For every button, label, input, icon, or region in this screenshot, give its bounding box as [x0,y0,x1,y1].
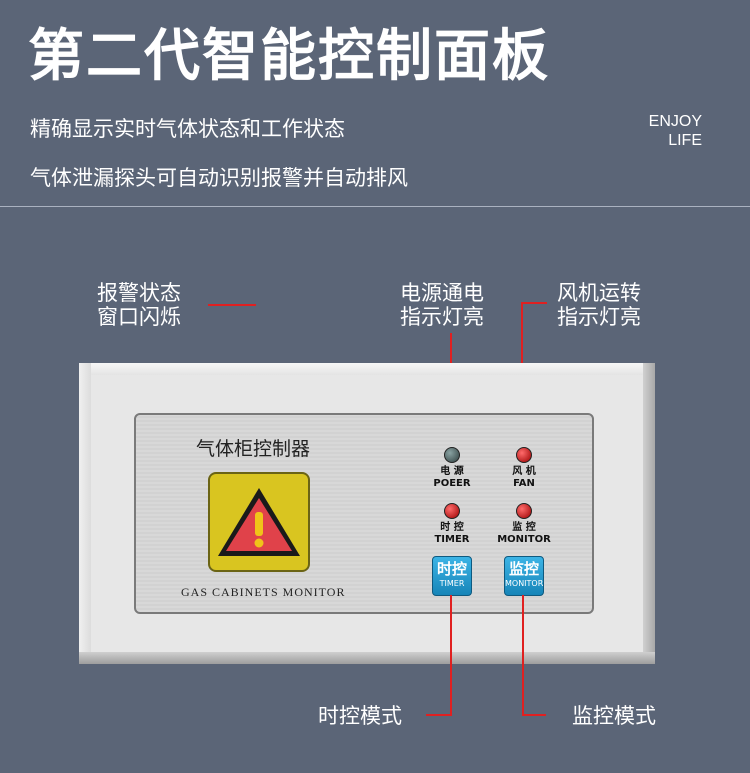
monitor-pointer-line-h [522,714,546,716]
subtitle-line-1: 精确显示实时气体状态和工作状态 [30,117,345,141]
warning-triangle-icon [218,488,300,556]
fan-indicator-label: 风 机 FAN [498,466,550,490]
fan-indicator-led [516,447,532,463]
callout-fan-line-2: 指示灯亮 [557,305,641,329]
power-indicator-label: 电 源 POEER [426,466,478,490]
monitor-button-cn: 监控 [508,560,539,578]
timer-label-en: TIMER [434,534,470,545]
power-label-en: POEER [433,478,471,489]
fan-label-cn: 风 机 [512,466,536,477]
callout-alarm-window: 报警状态 窗口闪烁 [97,281,181,329]
callout-fan-light: 风机运转 指示灯亮 [557,281,641,329]
timer-pointer-line-h [426,714,452,716]
timer-indicator-led [444,503,460,519]
callout-timer-mode: 时控模式 [318,704,402,728]
plate-bevel-bottom [79,652,655,664]
timer-pointer-line-v [450,595,452,715]
fan-pointer-line-h [521,302,547,304]
page-title: 第二代智能控制面板 [28,24,550,89]
power-label-cn: 电 源 [440,466,464,477]
callout-monitor-mode: 监控模式 [572,704,656,728]
callout-power-line-1: 电源通电 [400,281,484,305]
tagline-enjoy: ENJOY [648,113,702,130]
monitor-indicator-led [516,503,532,519]
monitor-pointer-line-v [522,595,524,715]
plate-bevel-right [643,363,655,664]
plate-bevel-left [79,363,91,664]
callout-alarm-line-2: 窗口闪烁 [97,305,181,329]
monitor-label-en: MONITOR [497,534,551,545]
timer-label-cn: 时 控 [440,522,464,533]
callout-alarm-line-1: 报警状态 [97,281,181,305]
timer-button-en: TIMER [439,579,465,588]
alarm-pointer-line [208,304,256,306]
monitor-mode-button[interactable]: 监控 MONITOR [504,556,544,596]
header-divider [0,206,750,207]
power-indicator-led [444,447,460,463]
device-subtitle: GAS CABINETS MONITOR [181,585,346,599]
alarm-window [208,472,310,572]
fan-label-en: FAN [513,478,535,489]
callout-fan-line-1: 风机运转 [557,281,641,305]
monitor-indicator-label: 监 控 MONITOR [492,522,556,546]
tagline-life: LIFE [668,132,702,149]
callout-power-line-2: 指示灯亮 [400,305,484,329]
plate-bevel-top [79,363,655,375]
monitor-label-cn: 监 控 [512,522,536,533]
subtitle-line-2: 气体泄漏探头可自动识别报警并自动排风 [30,166,408,190]
timer-mode-button[interactable]: 时控 TIMER [432,556,472,596]
timer-button-cn: 时控 [436,560,467,578]
timer-indicator-label: 时 控 TIMER [426,522,478,546]
device-title: 气体柜控制器 [196,438,311,460]
callout-power-light: 电源通电 指示灯亮 [400,281,484,329]
tagline: ENJOY LIFE [649,112,702,150]
monitor-button-en: MONITOR [505,579,544,588]
